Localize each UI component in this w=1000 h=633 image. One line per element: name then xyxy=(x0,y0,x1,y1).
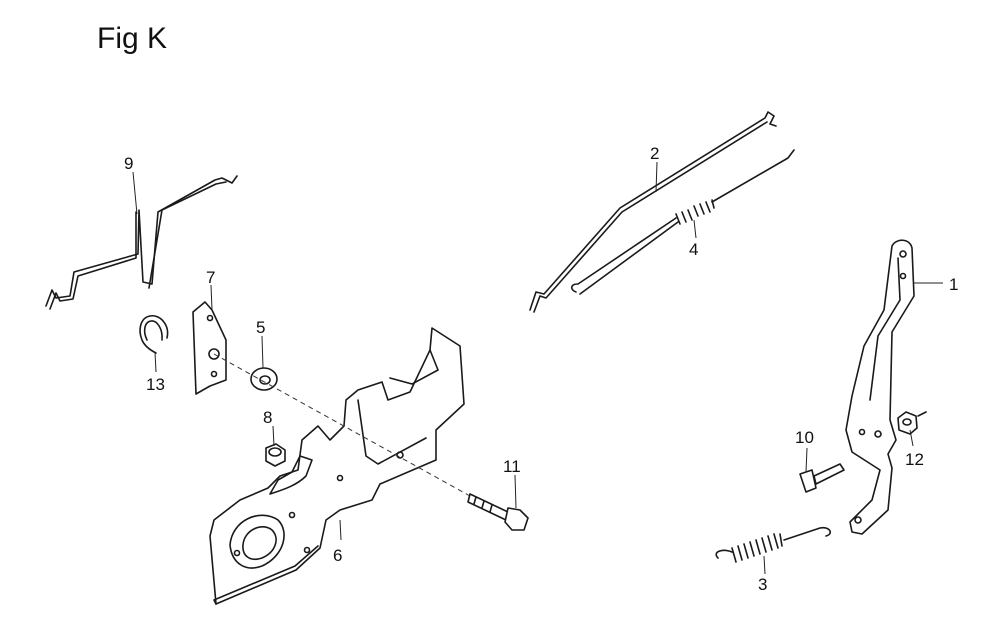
callout-2: 2 xyxy=(650,144,659,163)
callout-6: 6 xyxy=(333,546,342,565)
part-10-screw xyxy=(799,463,845,493)
part-2-rod xyxy=(529,111,777,313)
callout-8: 8 xyxy=(263,408,272,427)
part-4-spring-rod xyxy=(570,149,795,295)
callout-10: 10 xyxy=(795,428,814,447)
callout-12: 12 xyxy=(905,450,924,469)
part-8-nut xyxy=(265,443,286,467)
callout-4: 4 xyxy=(689,240,698,259)
part-9-wire-link xyxy=(45,175,238,310)
part-13-circlip xyxy=(139,315,169,354)
part-3-spring xyxy=(715,526,832,563)
leader-lines xyxy=(132,161,943,575)
callout-1: 1 xyxy=(949,275,958,294)
callout-5: 5 xyxy=(256,318,265,337)
part-7-bracket-plate xyxy=(192,301,227,395)
callout-9: 9 xyxy=(124,154,133,173)
callout-3: 3 xyxy=(758,575,767,594)
part-1-control-lever xyxy=(845,239,915,535)
part-5-washer xyxy=(250,367,278,391)
part-12-nut xyxy=(897,411,927,435)
callout-13: 13 xyxy=(146,375,165,394)
callout-11: 11 xyxy=(503,457,521,476)
part-11-bolt xyxy=(467,493,529,531)
alignment-line xyxy=(213,353,471,497)
callout-7: 7 xyxy=(206,268,215,287)
figure-title: Fig K xyxy=(97,22,168,55)
part-6-control-base xyxy=(209,327,465,605)
